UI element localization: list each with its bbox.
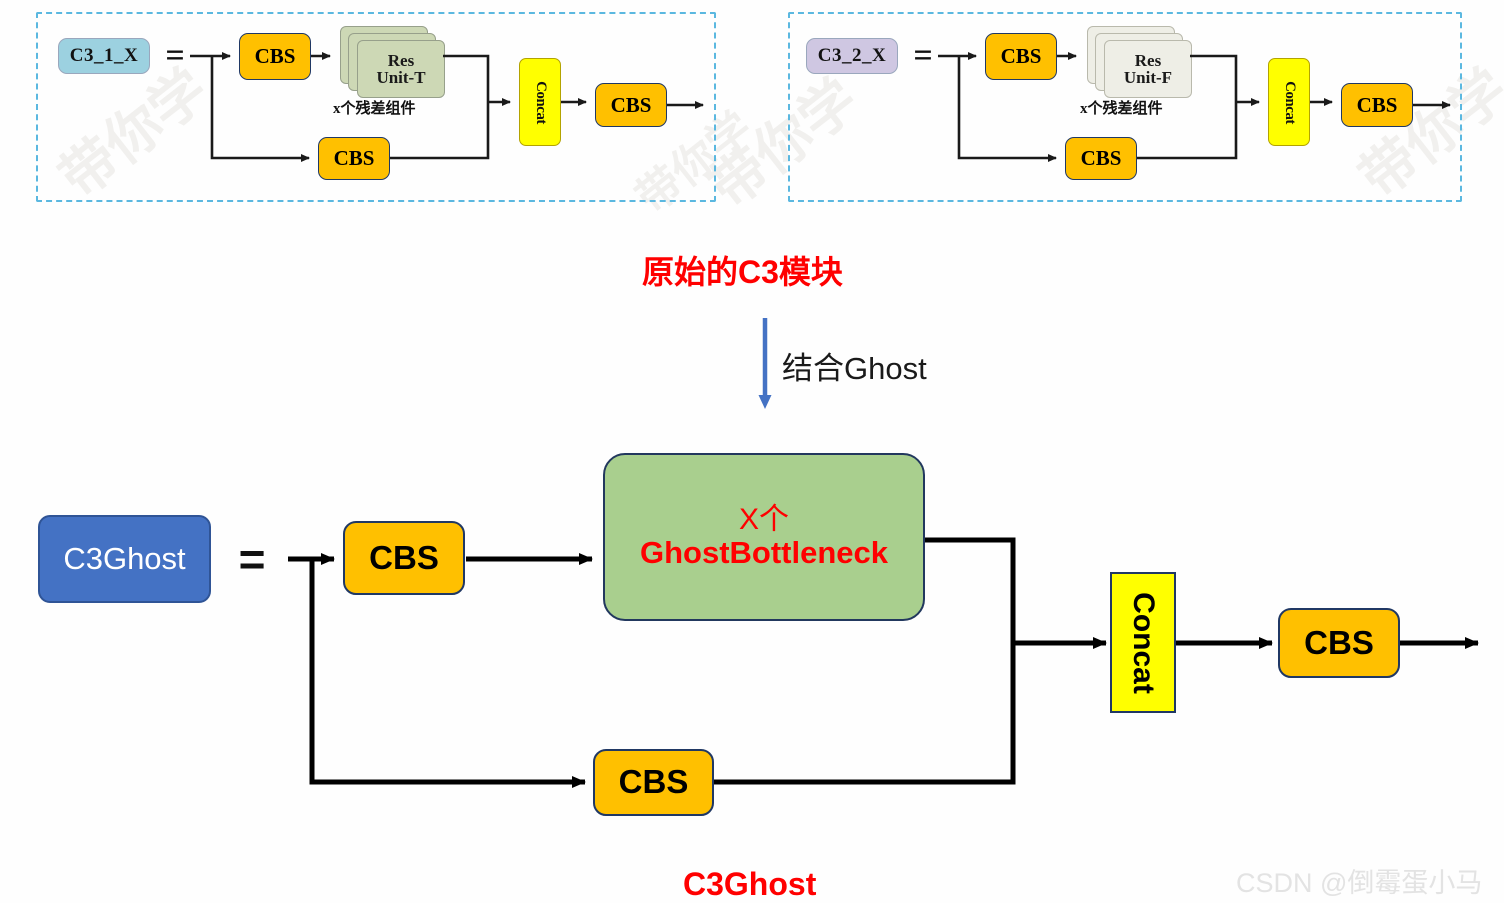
ghost-bottleneck-box[interactable]: X个 GhostBottleneck [603,453,925,621]
res-unit-t-stack: Res Unit-T [340,26,450,98]
res-unit-f-caption: x个残差组件 [1080,101,1163,117]
concat-bottom-label: Concat [1127,591,1160,694]
res-unit-t-caption: x个残差组件 [333,101,416,117]
res-unit-f-line2: Unit-F [1123,68,1173,87]
panel-c3-2 [788,12,1462,202]
concat-right[interactable]: Concat [1268,58,1310,146]
concat-left-label: Concat [532,80,549,124]
csdn-watermark: CSDN @倒霉蛋小马 [1236,868,1483,898]
cbs-right-bottom[interactable]: CBS [1065,137,1137,180]
ghost-bottleneck-label: GhostBottleneck [639,535,889,571]
cbs-left-out[interactable]: CBS [595,83,667,127]
c3ghost-box[interactable]: C3Ghost [38,515,211,603]
equals-sign-right: = [913,37,933,74]
cbs-right-top[interactable]: CBS [985,33,1057,80]
res-unit-f-stack: Res Unit-F [1087,26,1197,98]
c3-1-x-box[interactable]: C3_1_X [58,38,150,74]
cbs-left-bottom[interactable]: CBS [318,137,390,180]
ghost-bottleneck-count: X个 [738,502,789,536]
caption-c3ghost: C3Ghost [683,866,817,902]
concat-left[interactable]: Concat [519,58,561,146]
cbs-left-top[interactable]: CBS [239,33,311,80]
res-unit-t-front: Res Unit-T [357,40,445,98]
concat-bottom[interactable]: Concat [1110,572,1176,713]
cbs-right-out[interactable]: CBS [1341,83,1413,127]
cbs-bottom-out[interactable]: CBS [1278,608,1400,678]
res-unit-t-line1: Res [387,51,415,70]
panel-c3-1 [36,12,716,202]
transition-label: 结合Ghost [782,351,927,386]
cbs-bottom-top[interactable]: CBS [343,521,465,595]
cbs-bottom-bottom[interactable]: CBS [593,749,714,816]
res-unit-f-line1: Res [1134,51,1162,70]
equals-sign-left: = [165,37,185,74]
caption-original-c3: 原始的C3模块 [642,254,843,290]
c3-2-x-box[interactable]: C3_2_X [806,38,898,74]
equals-sign-bottom: = [238,533,266,585]
concat-right-label: Concat [1281,80,1298,124]
res-unit-t-line2: Unit-T [376,68,426,87]
res-unit-f-front: Res Unit-F [1104,40,1192,98]
